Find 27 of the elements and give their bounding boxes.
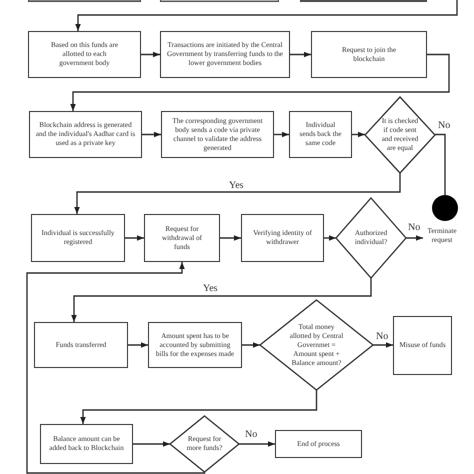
edge-label: Yes — [202, 284, 219, 294]
arrow — [128, 342, 148, 348]
arrow — [133, 441, 170, 447]
arrow — [242, 342, 260, 348]
arrow — [125, 235, 144, 241]
arrow — [74, 172, 401, 214]
arrow — [141, 52, 160, 58]
arrow — [80, 390, 318, 424]
arrow — [373, 342, 393, 348]
arrow — [26, 262, 206, 474]
arrow — [274, 132, 289, 138]
arrow — [220, 235, 241, 241]
arrow — [75, 0, 458, 31]
edge-label: Yes — [228, 181, 245, 191]
arrow — [406, 235, 423, 241]
edge-label: No — [407, 223, 422, 233]
arrow — [71, 278, 372, 322]
terminal-circle — [432, 195, 458, 221]
arrow — [70, 54, 450, 111]
edge-label: No — [437, 121, 452, 131]
edge-label: No — [244, 430, 258, 440]
arrow — [239, 441, 275, 447]
arrow — [290, 52, 311, 58]
arrow — [324, 235, 336, 241]
arrow — [352, 132, 365, 138]
edge-label: No — [375, 332, 390, 342]
arrow — [142, 132, 161, 138]
